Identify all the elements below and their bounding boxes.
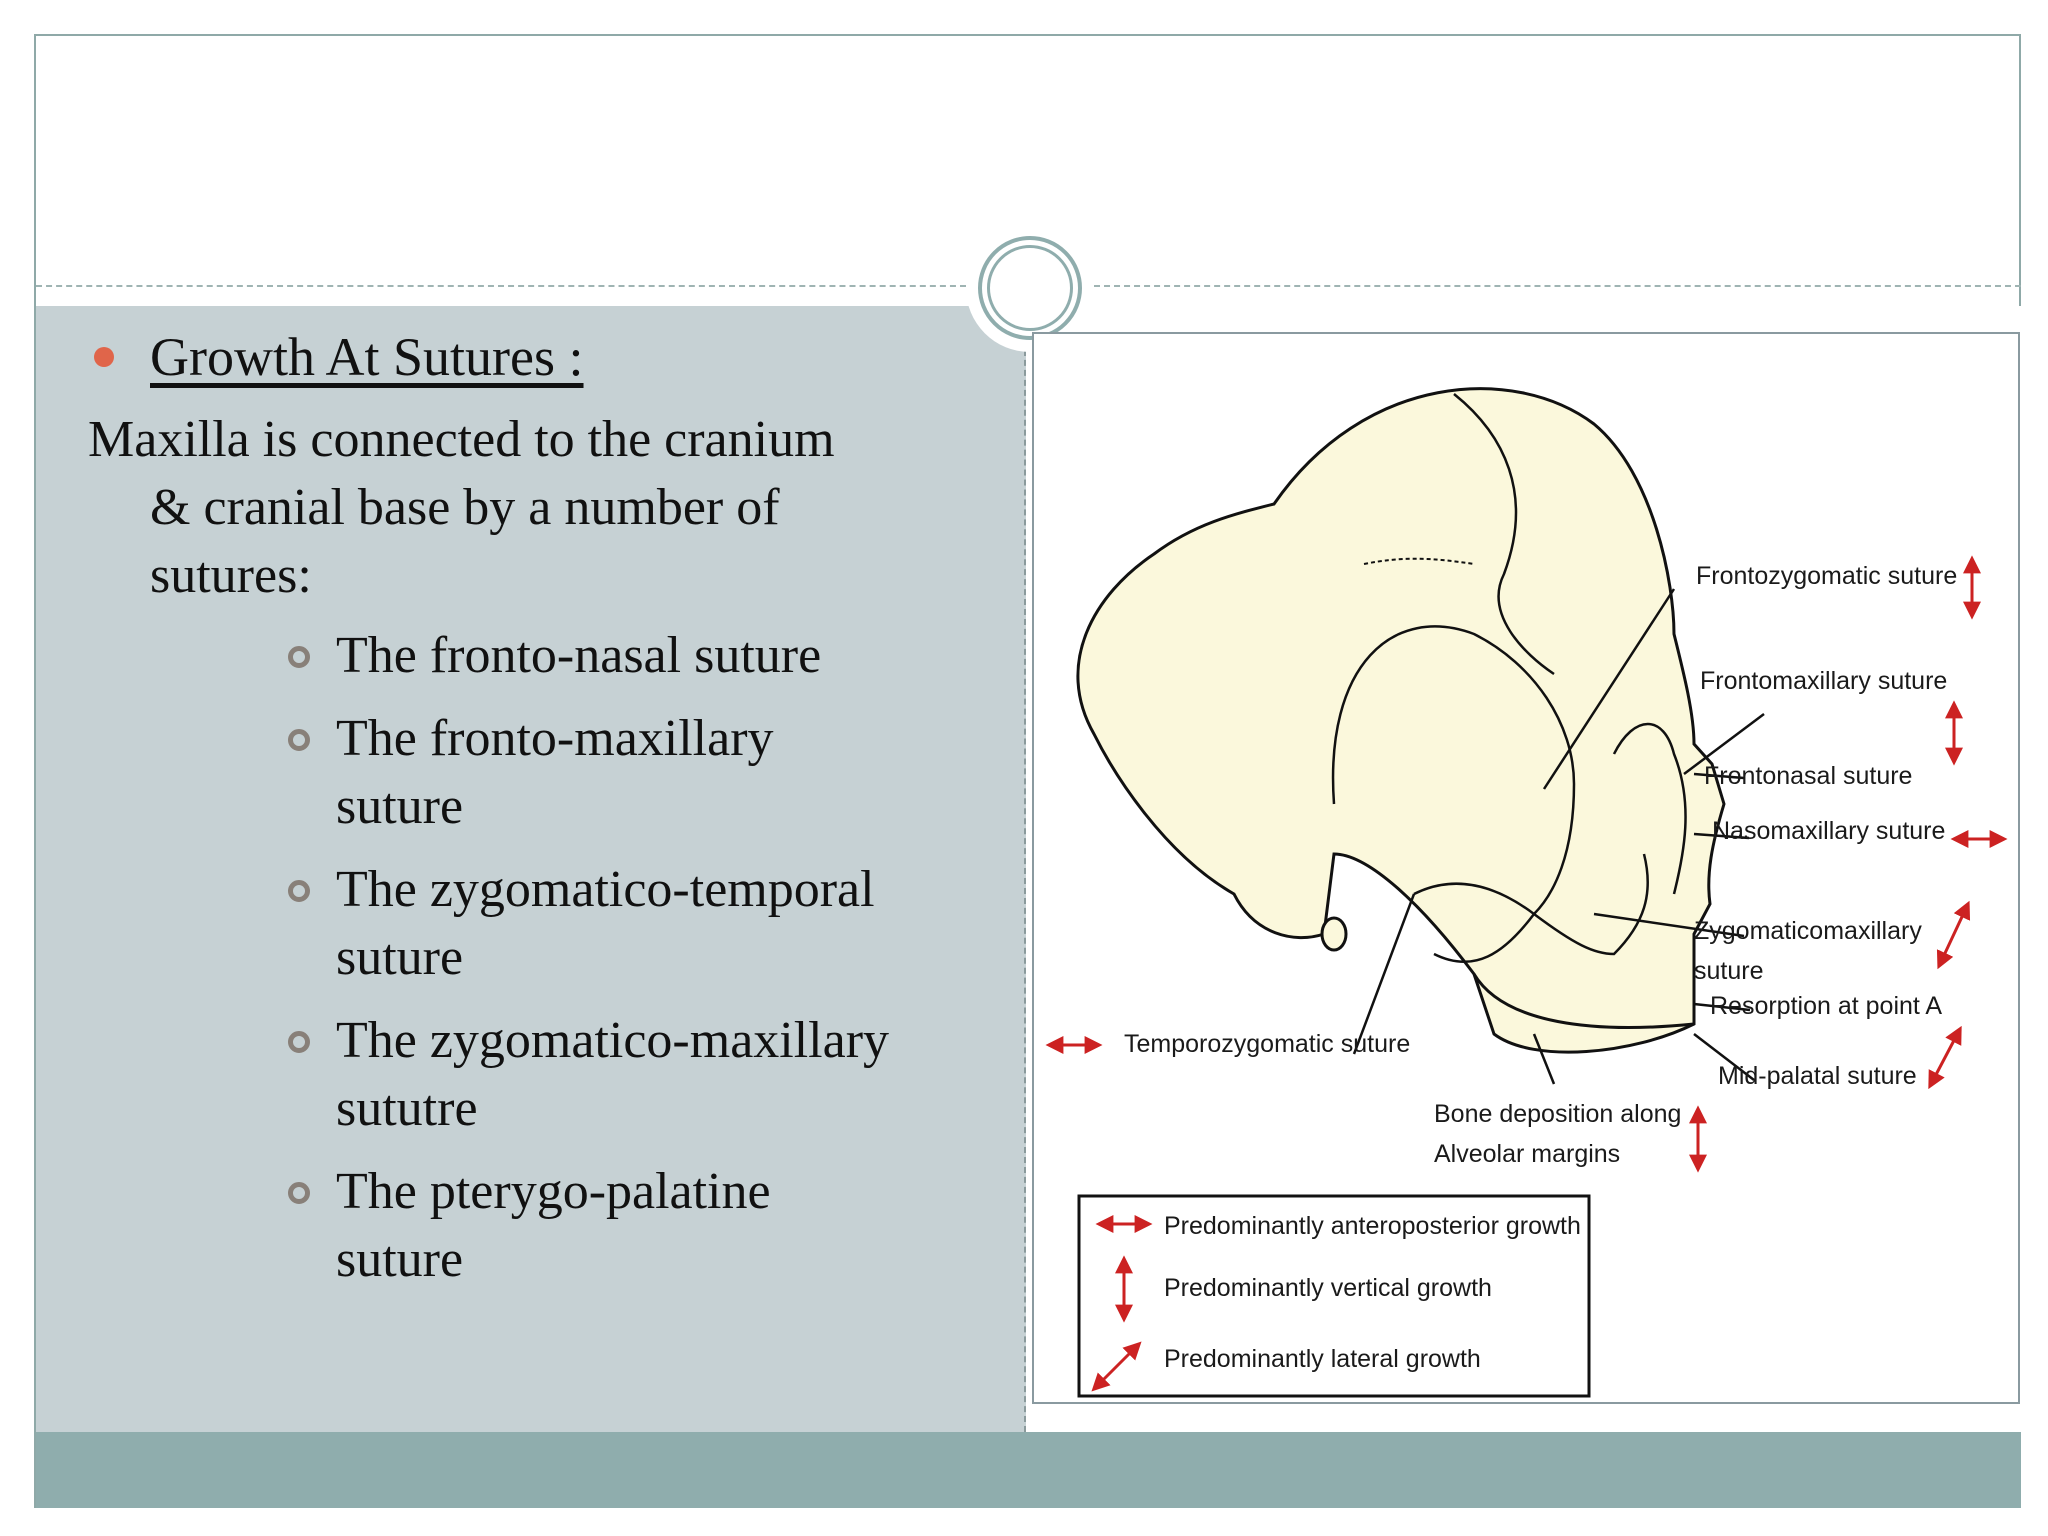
skull-outline — [1076, 387, 1726, 1054]
skull-suture-line — [1453, 393, 1555, 676]
circle-ornament-inner-ring — [987, 245, 1073, 331]
title-divider-left — [36, 285, 966, 287]
suture-line: The fronto-maxillary — [336, 710, 774, 767]
label-bone-deposition: Bone deposition along — [1434, 1100, 1681, 1128]
column-divider — [1024, 340, 1026, 1432]
ring-bullet-icon — [288, 1182, 310, 1204]
suture-line: The zygomatico-temporal — [336, 861, 875, 918]
ring-bullet-icon — [288, 646, 310, 668]
nasal-outline — [1612, 722, 1687, 895]
temporal-line — [1363, 557, 1475, 565]
suture-line: suture — [336, 929, 464, 986]
label-nasomaxillary: Nasomaxillary suture — [1712, 817, 1945, 845]
circle-ornament-ring — [978, 236, 1082, 340]
suture-line: The zygomatico-maxillary — [336, 1012, 890, 1069]
ring-bullet-icon — [288, 880, 310, 902]
label-frontonasal: Frontonasal suture — [1704, 762, 1912, 790]
suture-list-item: The fronto-maxillary suture — [336, 705, 774, 841]
zygomatic-arch — [1413, 853, 1649, 956]
intro-paragraph: Maxilla is connected to the cranium & cr… — [88, 406, 968, 610]
intro-line: & cranial base by a number of — [150, 479, 780, 536]
label-alveolar-margins-text: Alveolar margins — [1434, 1140, 1620, 1168]
label-zygomaticomaxillary: Zygomaticomaxillary — [1694, 917, 1922, 945]
label-frontozygomatic: Frontozygomatic suture — [1696, 562, 1957, 590]
suture-line: The pterygo-palatine — [336, 1163, 771, 1220]
growth-arrows — [1045, 555, 2008, 1173]
skull-diagram-svg: Frontozygomatic suture Frontomaxillary s… — [1045, 387, 2008, 1398]
suture-line: suture — [336, 1231, 464, 1288]
bullet-dot-icon — [94, 347, 114, 367]
orbit-outline — [1331, 625, 1576, 964]
label-midpalatal: Mid-palatal suture — [1718, 1062, 1917, 1090]
suture-line: suture — [336, 778, 464, 835]
intro-line: Maxilla is connected to the cranium — [88, 411, 835, 468]
ring-bullet-icon — [288, 1031, 310, 1053]
label-zygomaticomaxillary-suture: suture — [1694, 957, 1763, 985]
suture-line: The fronto-nasal suture — [336, 627, 822, 684]
slide-heading: Growth At Sutures : — [150, 327, 584, 387]
skull-suture-diagram: Frontozygomatic suture Frontomaxillary s… — [1032, 332, 2020, 1404]
diagonal-arrow-icon — [1936, 900, 1971, 970]
ring-bullet-icon — [288, 729, 310, 751]
label-resorption: Resorption at point A — [1710, 992, 1942, 1020]
legend-box — [1077, 1194, 1591, 1398]
suture-list-item: The fronto-nasal suture — [336, 622, 821, 690]
diagonal-arrow-icon — [1928, 1025, 1962, 1090]
legend-anteroposterior: Predominantly anteroposterior growth — [1164, 1212, 1581, 1240]
title-divider-right — [1094, 285, 2021, 287]
label-frontomaxillary: Frontomaxillary suture — [1700, 667, 1947, 695]
legend-diagonal-arrow-icon — [1091, 1341, 1142, 1392]
intro-line: sutures: — [150, 547, 312, 604]
label-temporozygomatic: Temporozygomatic suture — [1124, 1030, 1410, 1058]
leader-lines — [1352, 588, 1765, 1085]
suture-list-item: The pterygo-palatine suture — [336, 1158, 771, 1294]
suture-list-item: The zygomatico-maxillary sututre — [336, 1007, 889, 1143]
legend-vertical: Predominantly vertical growth — [1164, 1274, 1492, 1302]
suture-list-item: The zygomatico-temporal suture — [336, 856, 875, 992]
footer-band — [36, 1432, 2021, 1508]
ear-opening — [1320, 916, 1348, 952]
legend-lateral: Predominantly lateral growth — [1164, 1345, 1481, 1373]
maxilla-outline — [1472, 973, 1695, 1029]
suture-line: sututre — [336, 1080, 478, 1137]
